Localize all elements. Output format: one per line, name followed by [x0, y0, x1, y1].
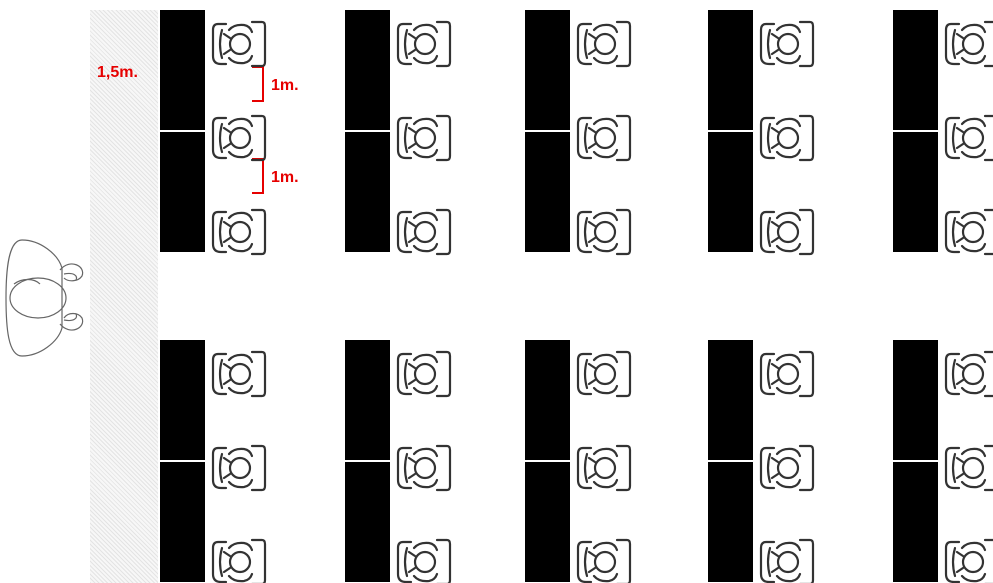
student-chair-icon — [395, 16, 453, 72]
student-chair-icon — [210, 534, 268, 583]
aisle-width-label: 1,5m. — [97, 64, 138, 81]
desk-divider — [708, 460, 753, 462]
desk-divider — [525, 460, 570, 462]
student-chair-icon — [943, 16, 993, 72]
student-chair-icon — [943, 440, 993, 496]
student-chair-icon — [758, 440, 816, 496]
student-chair-icon — [758, 204, 816, 260]
seat-gap-label-1: 1m. — [271, 77, 299, 94]
student-chair-icon — [575, 204, 633, 260]
student-chair-icon — [758, 110, 816, 166]
student-chair-icon — [943, 110, 993, 166]
student-chair-icon — [758, 346, 816, 402]
desk-divider — [893, 130, 938, 132]
student-chair-icon — [210, 204, 268, 260]
desk-divider — [345, 460, 390, 462]
student-chair-icon — [210, 440, 268, 496]
student-chair-icon — [395, 346, 453, 402]
teacher-person-icon — [5, 239, 84, 357]
seat-gap-label-2: 1m. — [271, 169, 299, 186]
student-chair-icon — [395, 110, 453, 166]
aisle-hatched-area — [90, 10, 158, 583]
student-chair-icon — [210, 346, 268, 402]
student-chair-icon — [575, 440, 633, 496]
student-chair-icon — [943, 534, 993, 583]
student-chair-icon — [395, 204, 453, 260]
student-chair-icon — [395, 440, 453, 496]
desk-divider — [708, 130, 753, 132]
student-chair-icon — [758, 534, 816, 583]
desk-divider — [345, 130, 390, 132]
student-chair-icon — [758, 16, 816, 72]
student-chair-icon — [575, 534, 633, 583]
desk-divider — [525, 130, 570, 132]
student-chair-icon — [210, 16, 268, 72]
desk-divider — [160, 460, 205, 462]
student-chair-icon — [575, 346, 633, 402]
student-chair-icon — [395, 534, 453, 583]
student-chair-icon — [943, 204, 993, 260]
student-chair-icon — [943, 346, 993, 402]
student-chair-icon — [210, 110, 268, 166]
desk-divider — [893, 460, 938, 462]
desk-divider — [160, 130, 205, 132]
student-chair-icon — [575, 16, 633, 72]
student-chair-icon — [575, 110, 633, 166]
